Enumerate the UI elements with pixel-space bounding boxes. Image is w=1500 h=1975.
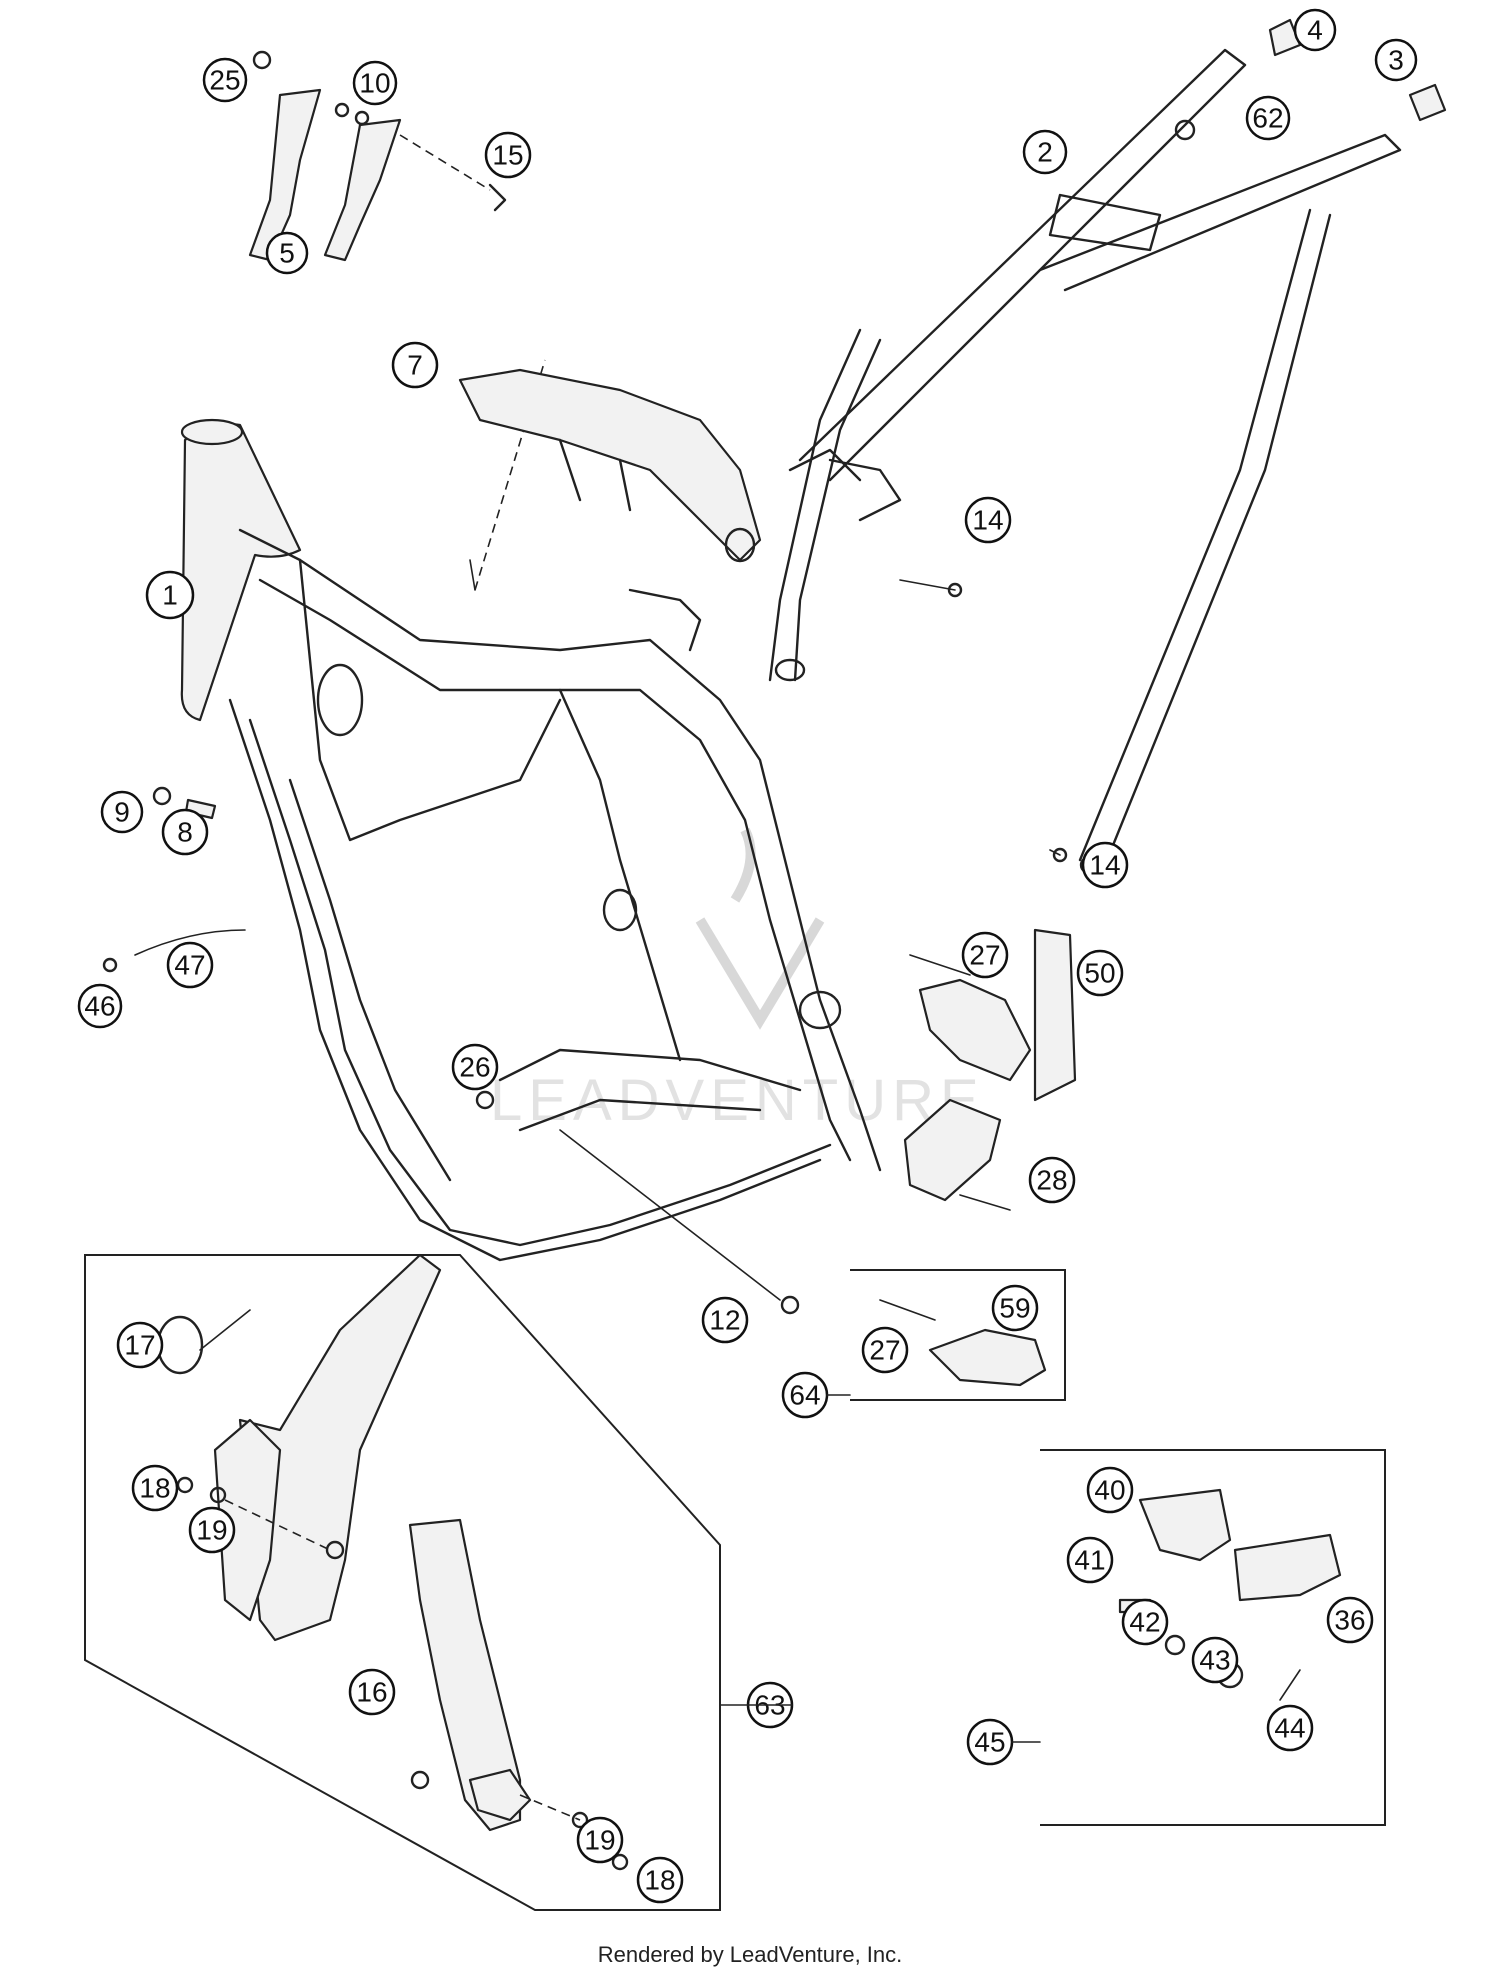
callout-27: 27 [961, 931, 1009, 979]
callout-59: 59 [991, 1284, 1039, 1332]
callout-label: 17 [124, 1330, 155, 1361]
callout-14: 14 [1081, 841, 1129, 889]
group-box-63 [84, 1253, 721, 1911]
callout-label: 36 [1334, 1605, 1365, 1636]
rear-subframe [768, 18, 1447, 877]
callout-42: 42 [1121, 1598, 1169, 1646]
fasteners [102, 579, 1068, 1315]
callout-label: 28 [1036, 1165, 1067, 1196]
callout-label: 18 [139, 1473, 170, 1504]
callout-label: 43 [1199, 1645, 1230, 1676]
callout-12: 12 [701, 1296, 749, 1344]
callout-19: 19 [576, 1816, 624, 1864]
callout-45: 45 [966, 1718, 1014, 1766]
footer-credit: Rendered by LeadVenture, Inc. [597, 1942, 903, 1967]
callout-label: 14 [1089, 850, 1120, 881]
callout-label: 64 [789, 1380, 820, 1411]
callout-label: 9 [114, 797, 130, 828]
mounting-bracket [458, 368, 762, 563]
callout-label: 16 [356, 1677, 387, 1708]
callout-18: 18 [131, 1464, 179, 1512]
callout-3: 3 [1374, 38, 1418, 82]
callout-41: 41 [1066, 1536, 1114, 1584]
callout-36: 36 [1326, 1596, 1374, 1644]
callout-40: 40 [1086, 1466, 1134, 1514]
callout-64: 64 [781, 1371, 829, 1419]
callout-label: 18 [644, 1865, 675, 1896]
callout-46: 46 [77, 983, 123, 1029]
callout-label: 19 [584, 1825, 615, 1856]
callout-26: 26 [451, 1043, 499, 1091]
callout-17: 17 [116, 1321, 164, 1369]
callout-label: 40 [1094, 1475, 1125, 1506]
callout-18: 18 [636, 1856, 684, 1904]
callout-label: 27 [969, 940, 1000, 971]
callout-43: 43 [1191, 1636, 1239, 1684]
callout-label: 5 [279, 238, 295, 269]
callout-4: 4 [1293, 8, 1337, 52]
callout-label: 44 [1274, 1713, 1305, 1744]
callout-47: 47 [166, 941, 214, 989]
callout-15: 15 [484, 131, 532, 179]
callout-5: 5 [265, 231, 309, 275]
callout-label: 47 [174, 950, 205, 981]
callout-label: 3 [1388, 45, 1404, 76]
callout-2: 2 [1022, 129, 1068, 175]
group-box-64 [850, 1269, 1066, 1401]
callout-28: 28 [1028, 1156, 1076, 1204]
main-frame [180, 359, 882, 1262]
callout-1: 1 [145, 570, 195, 620]
group-box-45 [1040, 1449, 1386, 1826]
callout-16: 16 [348, 1668, 396, 1716]
callout-label: 14 [972, 505, 1003, 536]
callout-44: 44 [1266, 1704, 1314, 1752]
callout-7: 7 [391, 341, 439, 389]
callout-8: 8 [161, 808, 209, 856]
callout-27: 27 [861, 1326, 909, 1374]
callout-label: 4 [1307, 15, 1323, 46]
callout-62: 62 [1245, 95, 1291, 141]
callout-label: 45 [974, 1727, 1005, 1758]
callout-label: 41 [1074, 1545, 1105, 1576]
callout-25: 25 [202, 57, 248, 103]
watermark-text: LEADVENTURE [490, 1068, 985, 1133]
callout-label: 25 [209, 65, 240, 96]
watermark-logo: LEADVENTURE [490, 827, 985, 1133]
callout-label: 7 [407, 350, 423, 381]
callout-label: 26 [459, 1052, 490, 1083]
callout-label: 15 [492, 140, 523, 171]
callout-label: 1 [162, 580, 178, 611]
callout-label: 46 [84, 991, 115, 1022]
callout-label: 19 [196, 1515, 227, 1546]
callout-10: 10 [352, 60, 398, 106]
callout-label: 2 [1037, 137, 1053, 168]
callout-19: 19 [188, 1506, 236, 1554]
callout-50: 50 [1076, 949, 1124, 997]
callout-label: 59 [999, 1293, 1030, 1324]
callout-9: 9 [100, 790, 144, 834]
callout-label: 27 [869, 1335, 900, 1366]
callout-label: 50 [1084, 958, 1115, 989]
callout-label: 10 [359, 68, 390, 99]
callout-label: 62 [1252, 103, 1283, 134]
callout-label: 42 [1129, 1607, 1160, 1638]
callout-label: 8 [177, 817, 193, 848]
chain-guide [903, 928, 1077, 1202]
callout-label: 12 [709, 1305, 740, 1336]
callout-14: 14 [964, 496, 1012, 544]
